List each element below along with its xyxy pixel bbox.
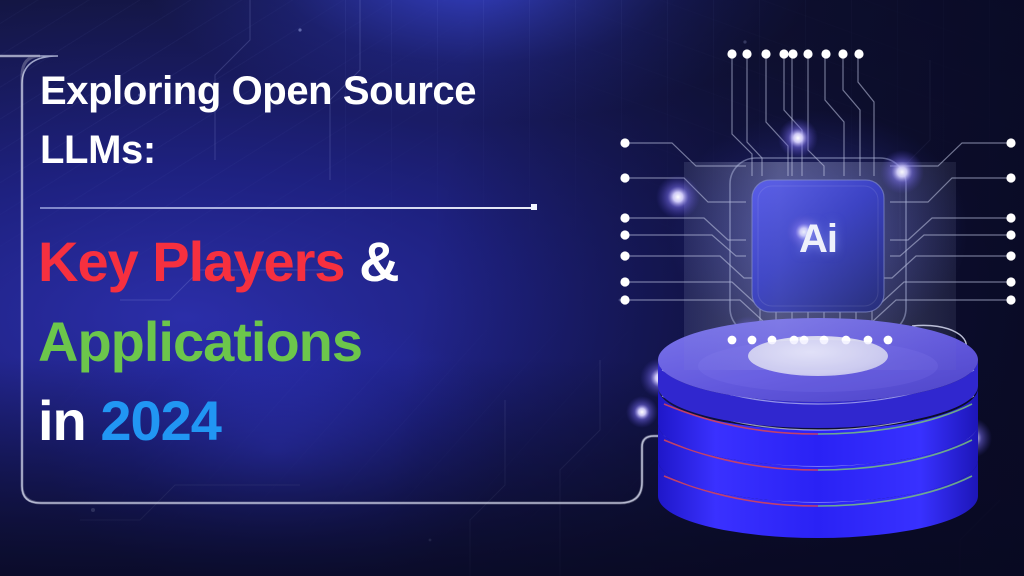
subheadline-ampersand — [345, 230, 360, 293]
headline-divider — [40, 204, 537, 211]
headline-line-2: LLMs: — [40, 128, 156, 173]
ai-chip-illustration: Ai — [612, 30, 1024, 576]
subheadline-in: in — [38, 389, 87, 453]
glass-column-front — [684, 162, 956, 370]
headline-line-1: Exploring Open Source — [40, 69, 477, 113]
subheadline-line-2: Applications — [38, 302, 638, 382]
subheadline-block: Key Players & Applications in 2024 — [38, 222, 638, 461]
circuit-pin-dots-top — [727, 49, 864, 59]
circuit-pin-dots-left — [620, 138, 630, 305]
divider-end-dot — [531, 204, 537, 210]
subheadline-applications: Applications — [38, 309, 363, 373]
subheadline-space — [86, 389, 101, 452]
subheadline-line-3: in 2024 — [38, 381, 638, 461]
subheadline-line-1: Key Players & — [38, 222, 638, 302]
headline-block: Exploring Open Source LLMs: — [40, 62, 620, 180]
subheadline-key-players: Key Players — [38, 230, 346, 293]
circuit-pin-dots-right — [1006, 138, 1016, 305]
subheadline-year: 2024 — [100, 389, 222, 453]
divider-line — [40, 207, 536, 209]
circuit-pin-dots-stack — [727, 335, 893, 345]
subheadline-ampersand-glyph: & — [359, 230, 399, 293]
